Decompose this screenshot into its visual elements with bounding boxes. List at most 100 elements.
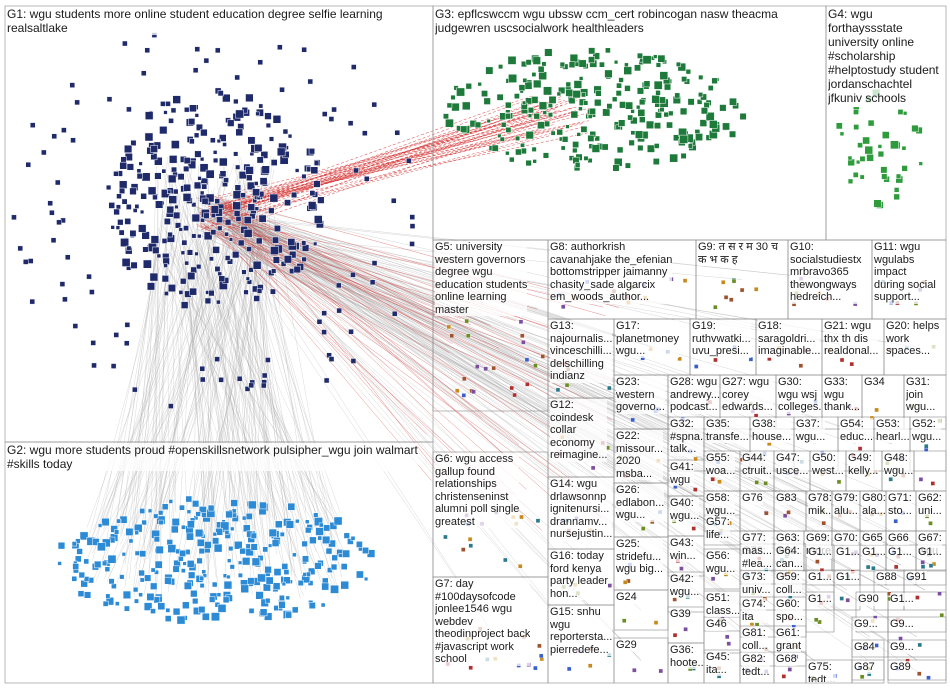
group-label-g1x9: G1... <box>890 593 914 606</box>
node-g1 <box>119 230 124 235</box>
node-g1 <box>164 218 170 224</box>
node-g1-outer <box>392 311 397 316</box>
node-g3 <box>572 148 577 153</box>
group-label-g11: G11: wgu wgulabs impact during social su… <box>874 241 936 304</box>
group-label-g9x2: G9... <box>890 618 914 631</box>
node-g1 <box>150 273 158 281</box>
node-g3 <box>548 112 553 117</box>
node <box>918 643 922 647</box>
node-g1 <box>259 104 263 108</box>
node-g3 <box>619 101 626 108</box>
node-g2 <box>212 582 217 587</box>
node-g1-outer <box>200 377 205 382</box>
node-g1-outer <box>204 58 209 63</box>
node-g2 <box>238 573 242 577</box>
node-g4 <box>860 175 864 179</box>
node-g1 <box>116 205 121 210</box>
node <box>447 325 451 329</box>
node-g2 <box>73 563 79 569</box>
node-g2 <box>246 544 251 549</box>
node <box>679 567 683 571</box>
node-g2 <box>116 519 120 523</box>
node-g3 <box>543 87 551 95</box>
node-g1 <box>183 166 189 172</box>
node <box>484 367 488 371</box>
node <box>755 480 759 484</box>
node-g2 <box>230 565 235 570</box>
node <box>608 584 612 588</box>
node-g1 <box>205 298 211 304</box>
node-g1 <box>162 169 166 173</box>
node-g1 <box>215 266 220 271</box>
node-g1-outer <box>145 48 150 53</box>
edge <box>173 214 188 520</box>
node-g1-outer <box>237 376 242 381</box>
node-g4 <box>919 162 923 166</box>
node-g1-outer <box>60 282 65 287</box>
node-g1-outer <box>329 117 334 122</box>
group-label-g48: G48: wgu... <box>884 452 913 477</box>
node-g1 <box>160 101 165 106</box>
group-label-g27: G27: wgu corey edwards... <box>722 376 773 414</box>
node-g1-outer <box>322 112 327 117</box>
node <box>929 564 933 568</box>
node-g3 <box>668 111 673 116</box>
node-g2 <box>114 530 119 535</box>
node-g2 <box>133 587 138 592</box>
node-g2 <box>223 597 229 603</box>
group-label-g1x2: G1... <box>836 546 859 559</box>
node-g2 <box>252 558 260 566</box>
node-g1 <box>206 170 214 178</box>
node <box>840 358 844 362</box>
node-g4 <box>848 179 853 184</box>
node-g2 <box>225 530 229 534</box>
node-g2 <box>181 569 185 573</box>
node-g1 <box>246 94 254 102</box>
node-g2 <box>165 577 172 584</box>
node-g3 <box>509 157 514 162</box>
node <box>450 334 454 338</box>
group-label-g81: G81: coll... <box>742 627 768 652</box>
node-g3 <box>526 160 532 166</box>
node-g2 <box>240 548 246 554</box>
node <box>754 287 758 291</box>
node-g3 <box>549 96 556 103</box>
node-g1 <box>119 181 127 189</box>
node <box>673 633 677 637</box>
node-g3 <box>445 119 453 127</box>
node-g2 <box>168 544 176 552</box>
node-g1 <box>314 181 321 188</box>
node-g1 <box>224 232 228 236</box>
node-g1 <box>202 198 208 204</box>
node-g2 <box>309 537 316 544</box>
group-label-g4: G4: wgu forthayssstate university online… <box>828 7 945 105</box>
node-g3 <box>695 133 702 140</box>
node-g1 <box>277 148 285 156</box>
node-g3 <box>500 137 504 141</box>
node-g3 <box>533 80 541 88</box>
node-g4 <box>881 167 887 173</box>
node-g2 <box>109 579 114 584</box>
node-g1 <box>148 187 156 195</box>
group-label-g22: G22: missour... 2020 msba... <box>616 430 663 480</box>
node-g3 <box>566 82 571 87</box>
node-g2 <box>205 541 212 548</box>
node-g1 <box>168 175 176 183</box>
node-g1 <box>167 206 174 213</box>
node-g2 <box>339 553 343 557</box>
node-g4 <box>865 146 873 154</box>
node-g1 <box>147 283 155 291</box>
group-label-g9: G9: त स र म 30 च क भ क ह <box>698 241 778 266</box>
node <box>727 642 731 646</box>
node-g1 <box>223 178 228 183</box>
node-g3 <box>581 93 585 97</box>
node-g1 <box>216 217 222 223</box>
node-g1 <box>254 295 260 301</box>
group-label-g13: G13: najournalis... vinceschilli... dels… <box>550 320 612 383</box>
node-g1-outer <box>200 366 205 371</box>
node <box>894 565 898 569</box>
node-g1-outer <box>11 215 16 220</box>
node-g3 <box>676 62 681 67</box>
node-g1 <box>192 214 200 222</box>
node <box>732 279 736 283</box>
